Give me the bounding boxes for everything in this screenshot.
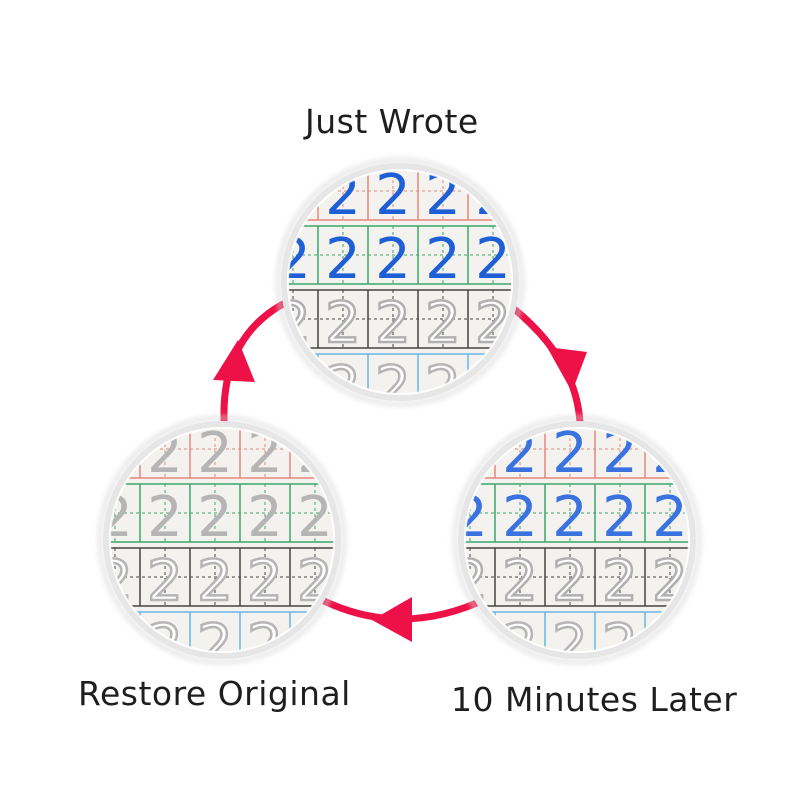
grid-row-bottom xyxy=(110,611,334,652)
grid-row-bottom xyxy=(465,611,689,652)
traced-digit: 2 xyxy=(602,485,638,550)
grid-row xyxy=(288,225,512,285)
traced-digit: 2 xyxy=(552,421,588,486)
paper xyxy=(465,428,689,652)
traced-digit: 2 xyxy=(752,421,788,486)
traced-digit: 2 xyxy=(347,485,383,550)
traced-digit: 2 xyxy=(247,549,283,614)
traced-digit: 2 xyxy=(197,421,233,486)
label-restore-original: Restore Original xyxy=(78,674,351,713)
traced-digit: 2 xyxy=(375,355,411,420)
grid-row xyxy=(110,428,334,479)
label-just-wrote: Just Wrote xyxy=(305,102,479,141)
circle-highlight xyxy=(287,169,513,395)
grid-row xyxy=(288,289,512,349)
circle-glow xyxy=(453,416,701,664)
traced-digit: 2 xyxy=(147,549,183,614)
traced-digit: 2 xyxy=(502,549,538,614)
traced-digit: 2 xyxy=(525,355,561,420)
circle-glow xyxy=(98,416,346,664)
traced-digit: 2 xyxy=(97,613,133,678)
traced-digit: 2 xyxy=(575,163,611,228)
paper xyxy=(110,428,334,652)
arrowhead-up xyxy=(213,340,255,382)
traced-digit: 2 xyxy=(425,291,461,356)
traced-digit: 2 xyxy=(602,549,638,614)
grid-row xyxy=(110,483,334,543)
traced-digit: 2 xyxy=(325,227,361,292)
traced-digit: 2 xyxy=(197,549,233,614)
traced-digit: 2 xyxy=(575,227,611,292)
traced-digit: 2 xyxy=(752,485,788,550)
traced-digit: 2 xyxy=(552,485,588,550)
traced-digit: 2 xyxy=(702,485,738,550)
traced-digit: 2 xyxy=(525,227,561,292)
traced-digit: 2 xyxy=(702,613,738,678)
traced-digit: 2 xyxy=(347,421,383,486)
traced-digit: 2 xyxy=(147,485,183,550)
traced-digit: 2 xyxy=(752,613,788,678)
traced-digit: 2 xyxy=(375,227,411,292)
traced-digit: 2 xyxy=(552,613,588,678)
traced-digit: 2 xyxy=(425,227,461,292)
circle-highlight xyxy=(464,427,690,653)
circle-glow xyxy=(276,158,524,406)
traced-digit: 2 xyxy=(452,613,488,678)
grid-row xyxy=(465,547,689,607)
traced-digit: 2 xyxy=(702,421,738,486)
grid-row xyxy=(110,547,334,607)
traced-digit: 2 xyxy=(752,549,788,614)
traced-digit: 2 xyxy=(375,291,411,356)
traced-digit: 2 xyxy=(525,163,561,228)
grid-row-bottom xyxy=(288,353,512,394)
traced-digit: 2 xyxy=(197,613,233,678)
grid-row xyxy=(288,170,512,221)
traced-digit: 2 xyxy=(375,163,411,228)
grid-row xyxy=(465,483,689,543)
arrowhead-down-right xyxy=(547,347,587,392)
traced-digit: 2 xyxy=(275,355,311,420)
grid-row xyxy=(465,428,689,479)
traced-digit: 2 xyxy=(502,485,538,550)
traced-digit: 2 xyxy=(247,485,283,550)
paper xyxy=(288,170,512,394)
traced-digit: 2 xyxy=(575,291,611,356)
label-10-minutes-later: 10 Minutes Later xyxy=(451,680,738,719)
traced-digit: 2 xyxy=(325,291,361,356)
traced-digit: 2 xyxy=(702,549,738,614)
arrowhead-left xyxy=(372,597,412,642)
traced-digit: 2 xyxy=(397,421,433,486)
traced-digit: 2 xyxy=(552,549,588,614)
circle-highlight xyxy=(109,427,335,653)
traced-digit: 2 xyxy=(197,485,233,550)
traced-digit: 2 xyxy=(397,485,433,550)
traced-digit: 2 xyxy=(347,549,383,614)
